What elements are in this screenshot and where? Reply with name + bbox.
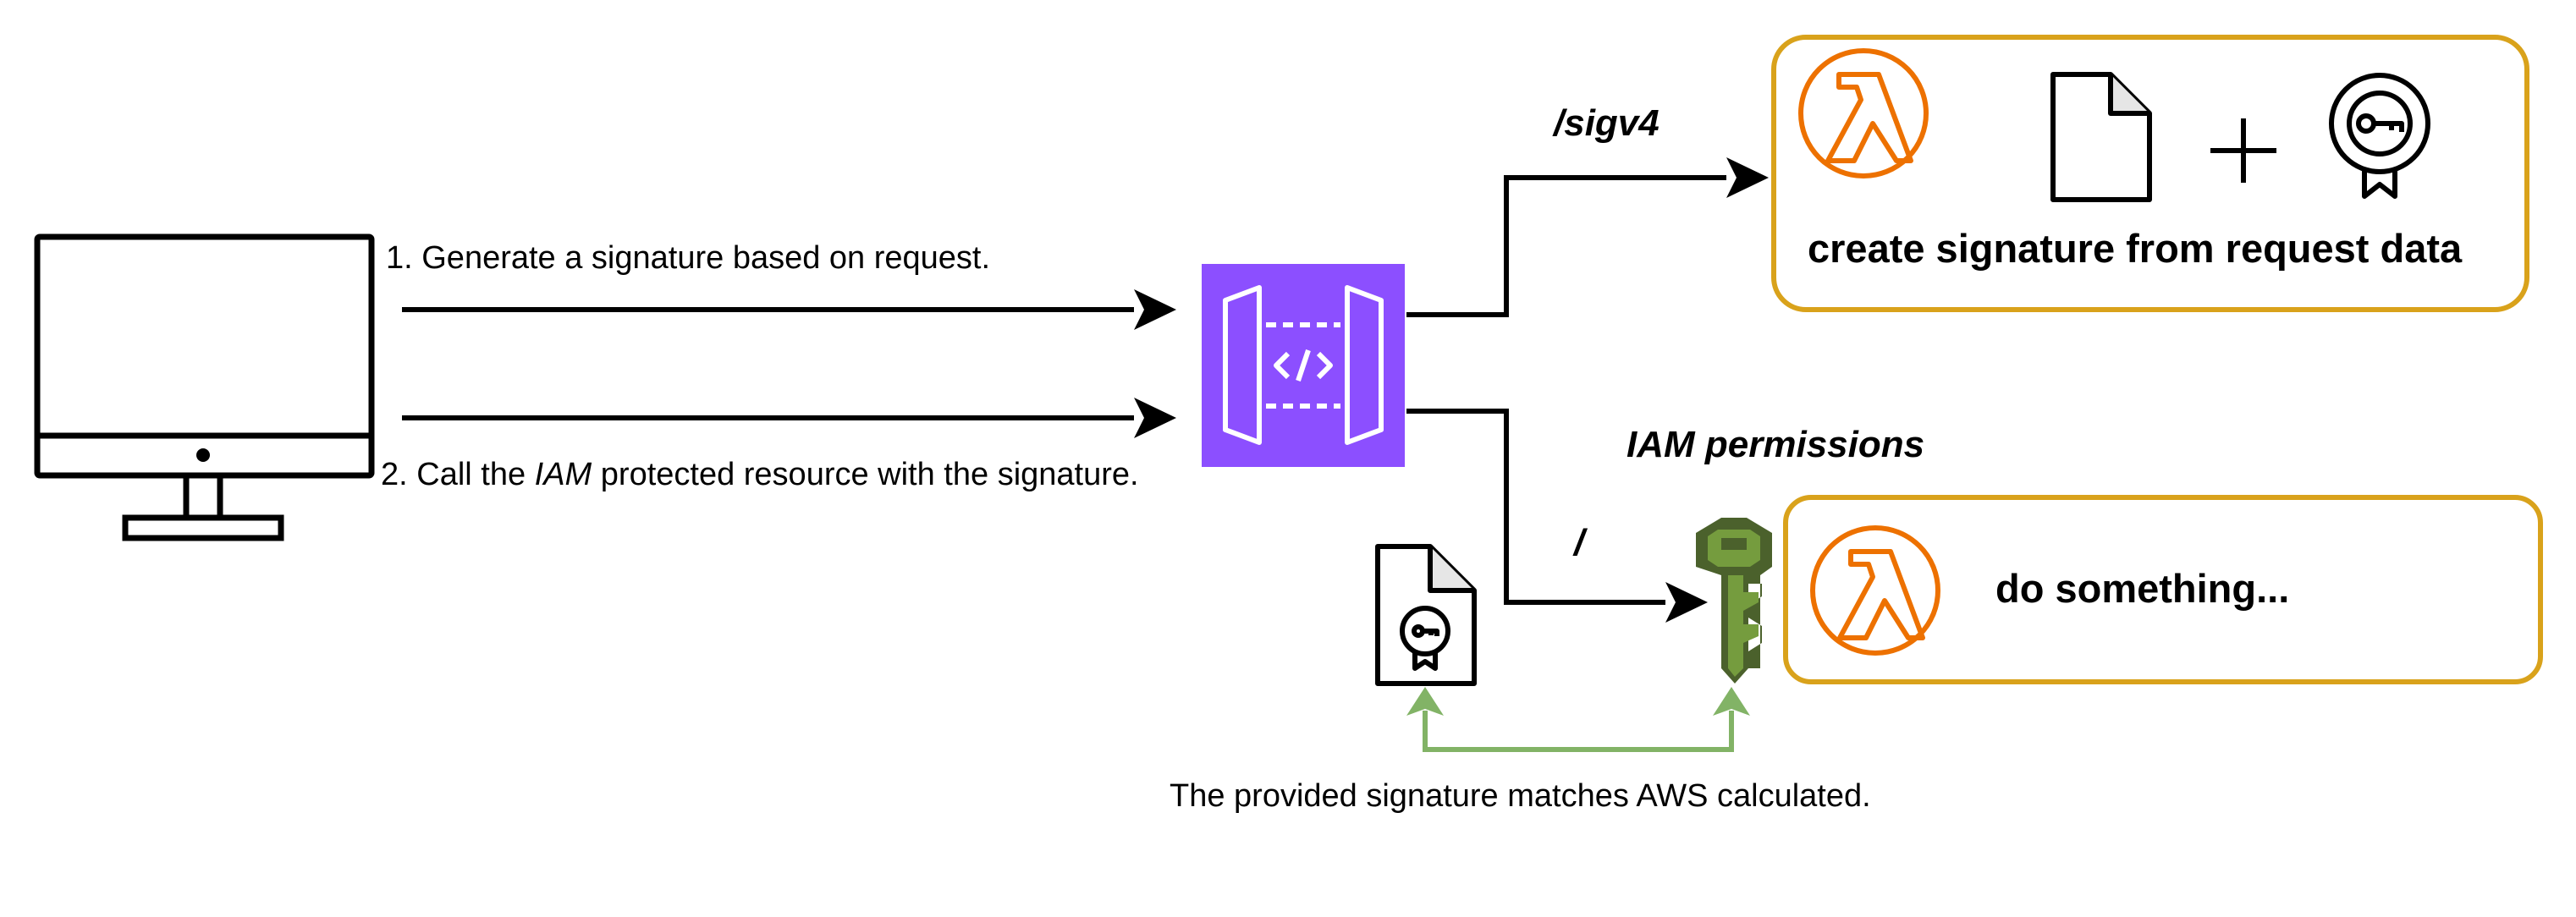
sigv4-lambda-title: create signature from request data bbox=[1808, 226, 2463, 271]
root-lambda-title: do something... bbox=[1995, 566, 2290, 611]
signed-document-icon bbox=[1375, 544, 1477, 686]
step2-iam-text: IAM bbox=[534, 457, 592, 492]
desktop-computer-icon bbox=[34, 233, 375, 541]
plus-icon bbox=[2210, 118, 2276, 183]
iam-permissions-label: IAM permissions bbox=[1627, 424, 1925, 465]
lambda-icon bbox=[1810, 525, 1940, 656]
route-sigv4-line bbox=[1406, 157, 1769, 317]
signature-match-label: The provided signature matches AWS calcu… bbox=[1170, 778, 1871, 814]
certificate-key-icon bbox=[2329, 73, 2430, 199]
request-arrow-2 bbox=[402, 398, 1176, 438]
step2-text-after: protected resource with the signature. bbox=[592, 457, 1139, 492]
request-arrow-1 bbox=[402, 289, 1176, 330]
lambda-icon bbox=[1798, 48, 1929, 178]
route-sigv4-label: /sigv4 bbox=[1554, 102, 1660, 144]
document-icon bbox=[2050, 72, 2152, 202]
route-root-line bbox=[1406, 409, 1708, 623]
sigv4-lambda-box bbox=[1771, 35, 2529, 312]
root-lambda-box bbox=[1783, 495, 2543, 684]
iam-key-icon bbox=[1696, 518, 1772, 684]
step2-label: 2. Call the IAM protected resource with … bbox=[381, 458, 1139, 491]
step2-text-before: 2. Call the bbox=[381, 457, 535, 492]
step1-label: 1. Generate a signature based on request… bbox=[386, 240, 991, 276]
signature-match-connector bbox=[1406, 687, 1750, 752]
api-gateway-icon bbox=[1202, 264, 1405, 467]
route-root-label: / bbox=[1574, 522, 1585, 563]
